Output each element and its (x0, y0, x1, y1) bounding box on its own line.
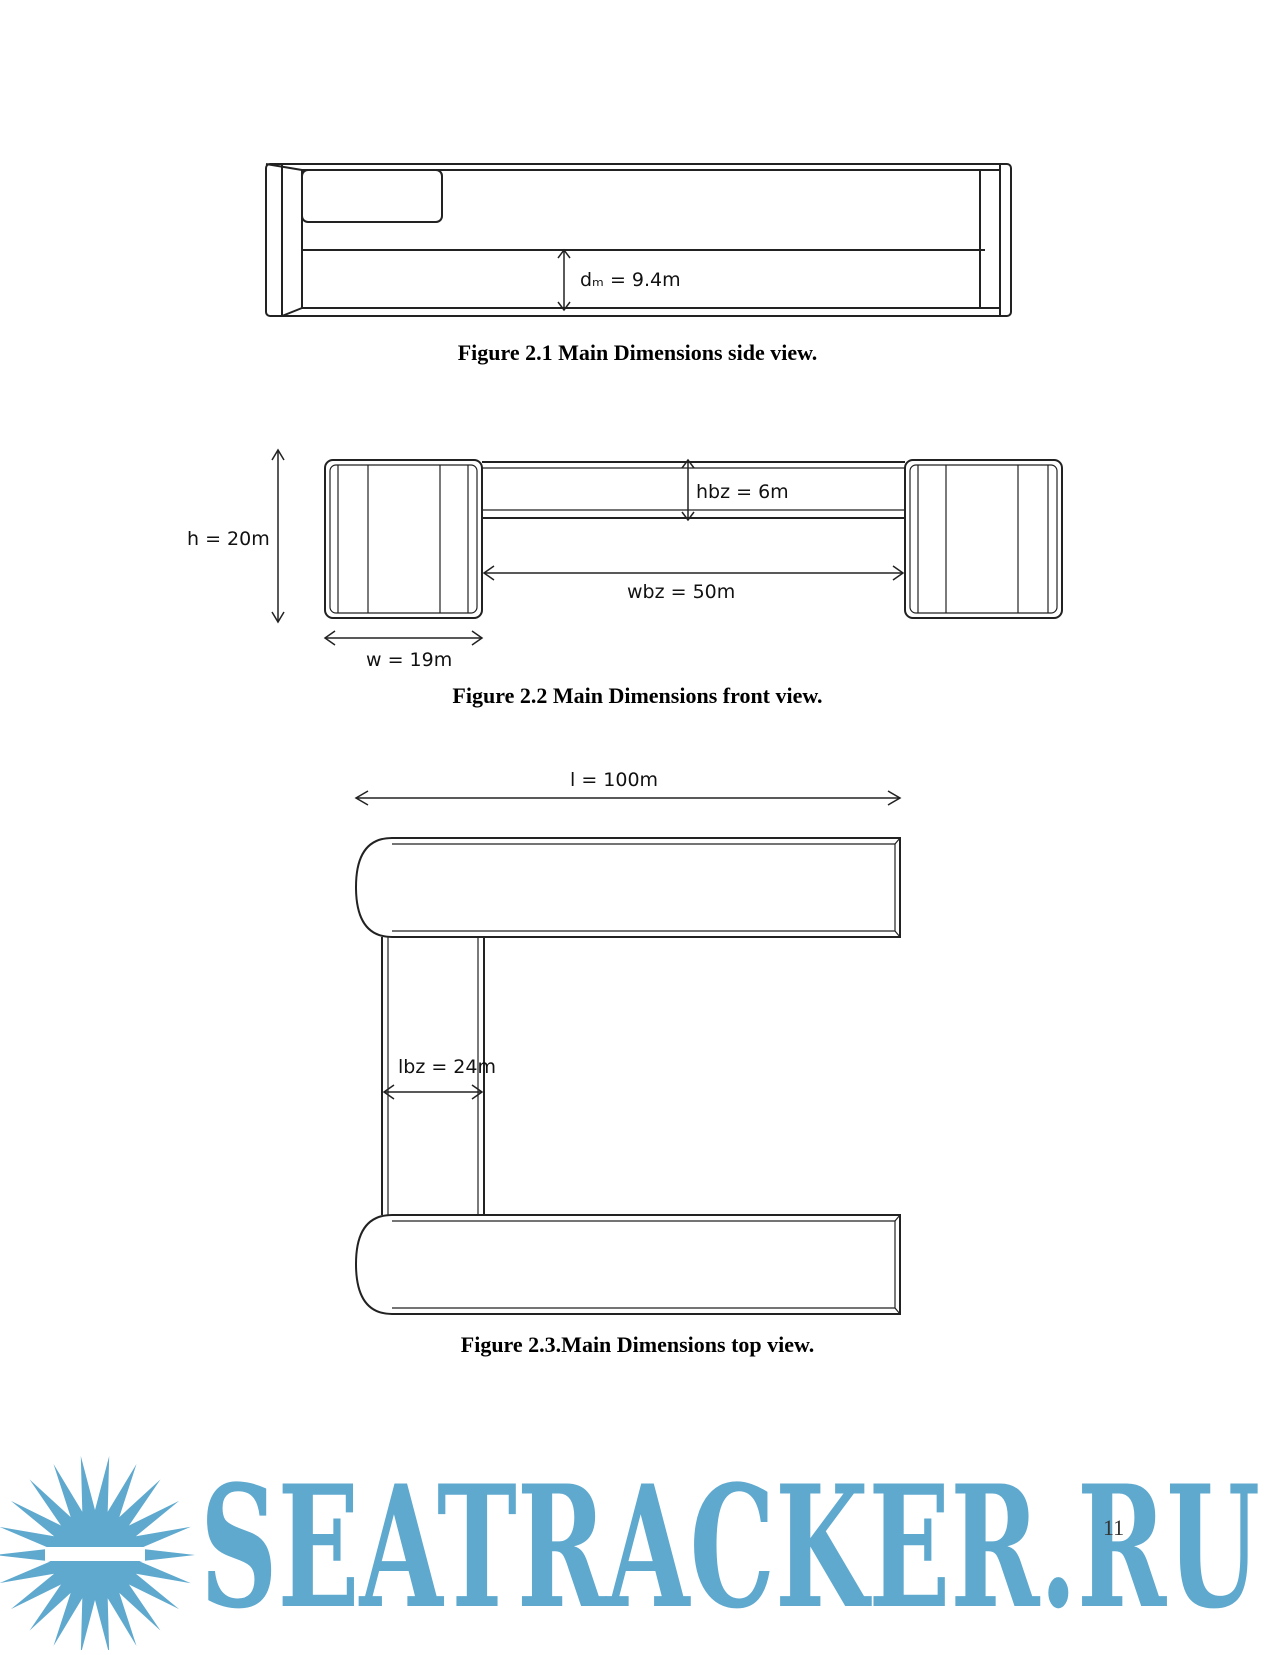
front-view-drawing: hbz = 6m wbz = 50m h = 20m w = 19m (187, 448, 1063, 671)
brace-length-label: lbz = 24m (398, 1056, 496, 1078)
figure-caption-front: Figure 2.2 Main Dimensions front view. (452, 683, 823, 708)
figure-side-view: dₘ = 9.4m (0, 150, 1275, 320)
page-number: 11 (1103, 1515, 1125, 1540)
sun-logo-icon (0, 1456, 195, 1654)
top-view-drawing: l = 100m lbz = 24m (354, 769, 902, 1315)
watermark-logo: SEATRACKER.RU (0, 1446, 1263, 1654)
brace-height-label: hbz = 6m (696, 481, 789, 503)
length-label: l = 100m (570, 769, 658, 791)
draft-label: dₘ = 9.4m (580, 269, 681, 291)
height-label: h = 20m (187, 528, 270, 550)
figure-top-view: l = 100m lbz = 24m (0, 760, 1275, 1320)
figure-caption-top: Figure 2.3.Main Dimensions top view. (460, 1332, 815, 1357)
width-label: w = 19m (366, 649, 452, 671)
watermark-text: SEATRACKER.RU (200, 1448, 1260, 1646)
figure-front-view: hbz = 6m wbz = 50m h = 20m w = 19m (0, 440, 1275, 671)
figure-caption-side: Figure 2.1 Main Dimensions side view. (457, 340, 818, 365)
brace-width-label: wbz = 50m (627, 581, 735, 603)
side-view-drawing: dₘ = 9.4m (265, 163, 1012, 317)
seatracker-watermark: SEATRACKER.RU (0, 1440, 1275, 1654)
